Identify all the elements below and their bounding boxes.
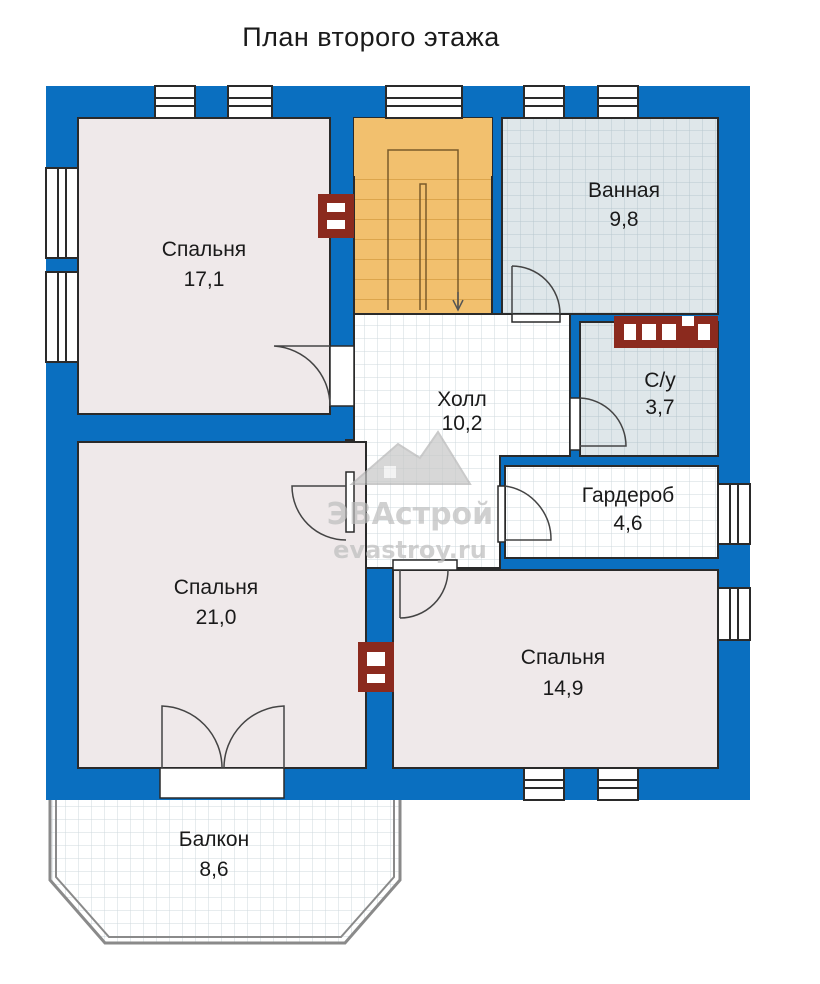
chimney-1 — [318, 194, 354, 238]
plan-title: План второго этажа — [242, 22, 500, 52]
room-bathroom — [501, 117, 719, 315]
room-hall — [345, 313, 571, 569]
stair-landing — [354, 118, 492, 176]
wardrobe-name: Гардероб — [582, 484, 674, 507]
balcony-area: 8,6 — [199, 858, 228, 881]
watermark: ЭВАстрой evastroy.ru — [327, 430, 493, 564]
hall-area: 10,2 — [442, 412, 483, 435]
room-wardrobe — [504, 465, 719, 559]
hall-name: Холл — [437, 388, 487, 411]
room-bedroom3 — [392, 569, 719, 769]
bedroom2-name: Спальня — [174, 576, 258, 599]
door-openings — [159, 313, 581, 799]
chimney-2 — [614, 316, 718, 348]
bathroom-name: Ванная — [588, 179, 660, 202]
watermark-site: evastroy.ru — [333, 536, 487, 564]
bedroom1-name: Спальня — [162, 238, 246, 261]
watermark-brand: ЭВАстрой — [327, 497, 493, 532]
stair-well-outline — [387, 149, 459, 310]
windows — [45, 85, 751, 801]
balcony-name: Балкон — [179, 828, 249, 851]
wc-name: С/у — [644, 369, 676, 392]
watermark-logo-icon — [349, 430, 472, 485]
bedroom2-area: 21,0 — [196, 606, 237, 629]
room-bedroom2 — [77, 441, 367, 769]
room-bedroom1 — [77, 117, 331, 415]
wardrobe-area: 4,6 — [613, 512, 642, 535]
stair-arrow — [452, 292, 464, 312]
bedroom3-area: 14,9 — [543, 677, 584, 700]
bedroom3-name: Спальня — [521, 646, 605, 669]
bathroom-area: 9,8 — [609, 208, 638, 231]
door-swings — [161, 265, 627, 769]
balcony-railing — [55, 798, 395, 938]
chimney-3 — [358, 642, 394, 692]
wc-area: 3,7 — [645, 396, 674, 419]
bedroom1-area: 17,1 — [184, 268, 225, 291]
